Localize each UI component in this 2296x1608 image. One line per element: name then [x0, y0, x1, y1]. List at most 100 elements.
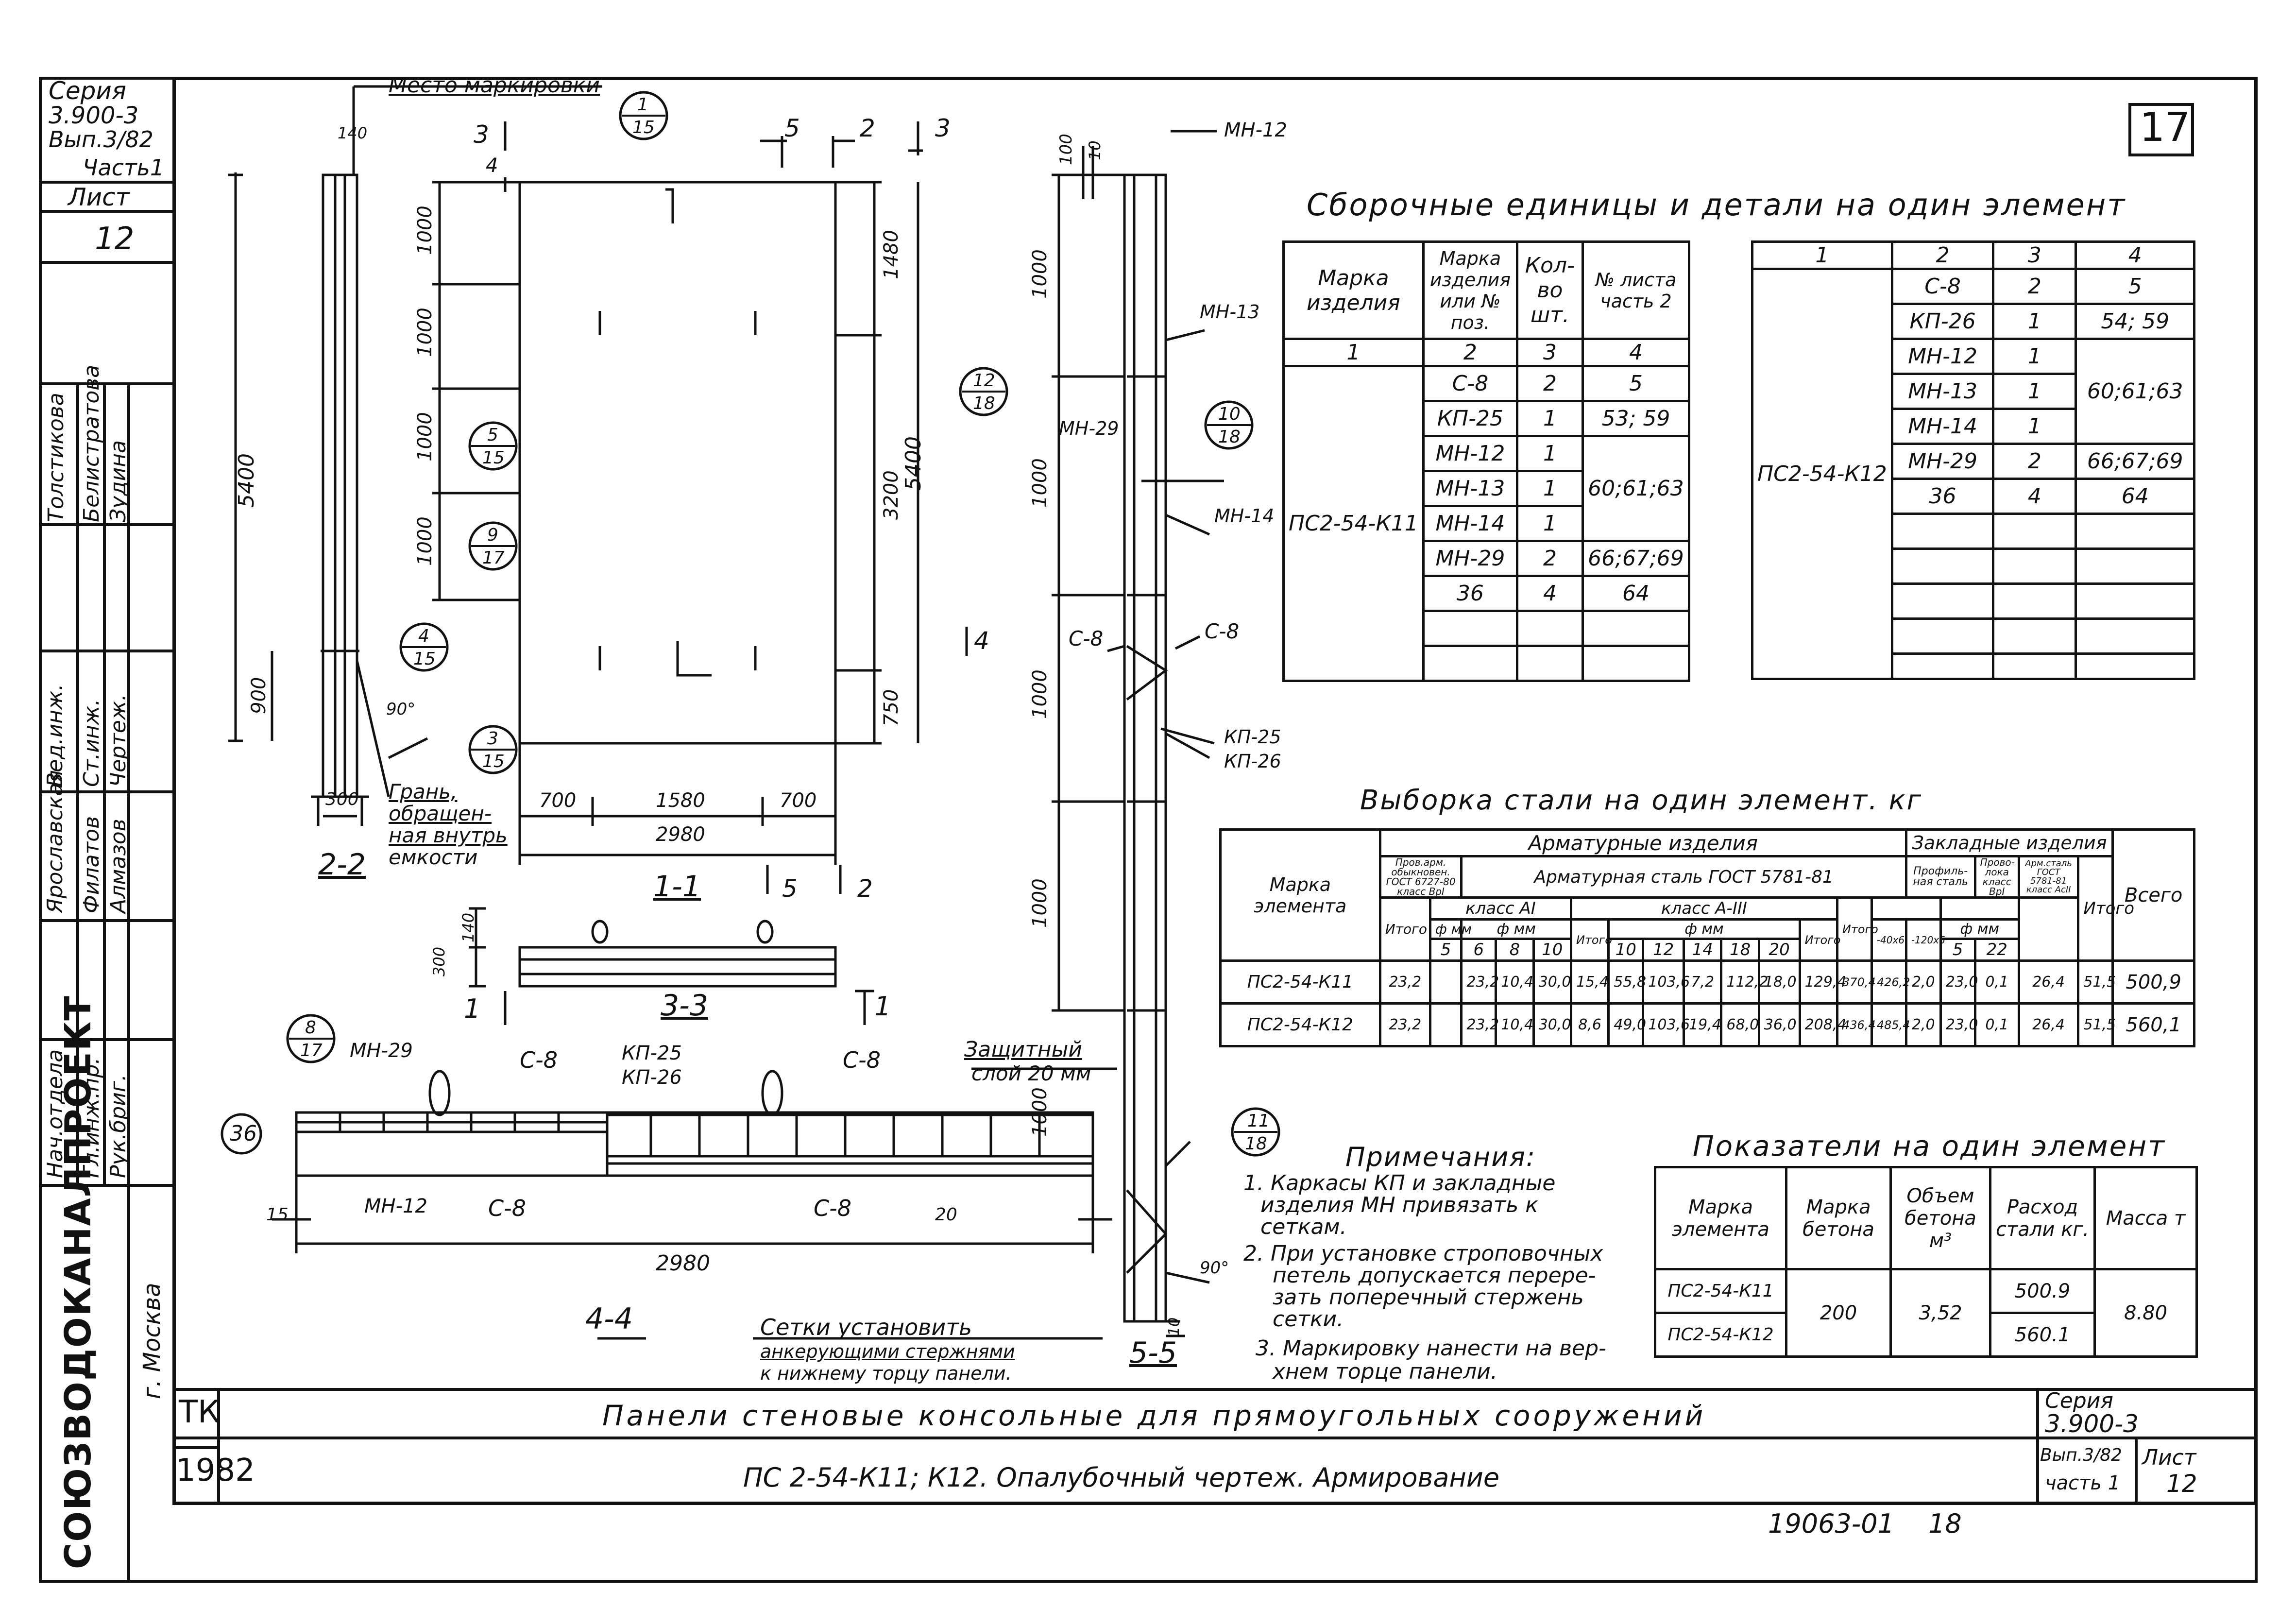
section-3-3-drawing — [469, 907, 874, 1025]
asm-l-r6-c0: 36 — [1422, 575, 1519, 612]
asm-l-r4-c1: 1 — [1516, 505, 1584, 542]
callout-9-bottom: 18 — [1245, 1134, 1267, 1154]
note-line-4: 2. При установке строповочных — [1243, 1241, 1603, 1266]
cut-label-1-left: 1 — [464, 993, 481, 1024]
steel-h-phi-ai: ф мм — [1460, 918, 1572, 940]
angle-90-5-5: 90° — [1200, 1258, 1229, 1278]
mark-mn13: МН-13 — [1200, 301, 1260, 323]
note-line-7: сетки. — [1273, 1307, 1344, 1332]
steel-r0-b3: 18,0 — [1757, 959, 1801, 1005]
asm-h-num-4: 4 — [1581, 338, 1691, 367]
steel-r1-b4: 208,4 — [1798, 1002, 1846, 1047]
asm-l-r3-c2: 60;61;63 — [1581, 435, 1691, 542]
title-subtitle: ПС 2-54-К11; К12. Опалубочный чертеж. Ар… — [743, 1462, 1500, 1493]
steel-r1-all: 560,1 — [2111, 1002, 2195, 1047]
steel-d-embed-0: 5 — [1939, 938, 1976, 962]
sheet-inner-frame — [172, 77, 2258, 1505]
callout-9-top: 11 — [1247, 1111, 1270, 1131]
ind-r1-mark: ПС2-54-К12 — [1654, 1312, 1787, 1358]
callout-3-top: 5 — [487, 425, 498, 445]
asm-r-r4-c1: 1 — [1992, 408, 2077, 445]
indicators-title: Показатели на один элемент — [1693, 1129, 2166, 1163]
asm-r-r2-c1: 1 — [1992, 338, 2077, 375]
section-1-1-label: 1-1 — [653, 870, 701, 904]
mark-mn14: МН-14 — [1214, 505, 1275, 527]
asm-r-r1-c0: КП-26 — [1890, 303, 1995, 340]
dim-1000-d: 1000 — [414, 516, 436, 566]
asm-l-r1-c0: КП-25 — [1422, 400, 1519, 437]
asm-h-qty: Кол-во шт. — [1516, 240, 1584, 340]
protective-layer-1: Защитный — [964, 1037, 1082, 1062]
asm-l-r5-c1: 2 — [1516, 540, 1584, 577]
asm-r-h-4: 4 — [2075, 240, 2195, 270]
steel-h-steel2: Арм.сталь ГОСТ 5781-81 класс АсII — [2017, 855, 2080, 899]
mark-kp25-4-4: КП-25 — [622, 1042, 682, 1064]
asm-l-r2-c0: МН-12 — [1422, 435, 1519, 472]
face-note-4: емкости — [389, 845, 478, 869]
cut-label-5-bottom: 5 — [782, 874, 798, 903]
callout-5-bottom: 15 — [413, 649, 436, 669]
mark-c8-4-4-a: С-8 — [520, 1047, 558, 1073]
title-series-label: Серия — [2045, 1388, 2113, 1413]
steel-row-k12: ПС2-54-К12 23,2 23,2 10,4 30,0 8,6 49,0 … — [1219, 1002, 2195, 1047]
steel-h-wire: Пров.арм. обыкновен. ГОСТ 6727-80 класс … — [1378, 855, 1463, 899]
dim-700-right: 700 — [780, 789, 817, 812]
angle-90-2-2: 90° — [386, 700, 416, 719]
dim-5400-left: 5400 — [234, 453, 259, 508]
steel-h-prof-2: -120х6 — [1905, 918, 1945, 962]
dim-1000-5-5-a: 1000 — [1029, 249, 1051, 299]
steel-d-wire: 5 — [1429, 938, 1463, 962]
steel-r0-all: 500,9 — [2111, 959, 2195, 1005]
section-5-5-drawing — [971, 130, 1224, 1337]
place-of-marking: Место маркировки — [389, 73, 600, 98]
asm-r-r4-c0: МН-14 — [1890, 408, 1995, 445]
stamp-list-label: Лист — [68, 183, 130, 211]
callout-8-bottom: 17 — [300, 1041, 323, 1061]
mesh-note-2: анкерующими стержнями — [760, 1341, 1015, 1362]
asm-l-r6-c1: 4 — [1516, 575, 1584, 612]
note-line-1: 1. Каркасы КП и закладные — [1243, 1171, 1556, 1196]
ind-h-grade: Марка бетона — [1785, 1166, 1892, 1270]
callout-7-bottom: 18 — [1218, 427, 1241, 447]
asm-l-r1-c1: 1 — [1516, 400, 1584, 437]
asm-h-num-1: 1 — [1282, 338, 1425, 367]
ind-volume: 3,52 — [1889, 1268, 1991, 1358]
mesh-note-1: Сетки установить — [760, 1314, 972, 1340]
mark-kp25-5-5: КП-25 — [1224, 726, 1281, 748]
dim-10-5-5-bottom: 10 — [1166, 1317, 1183, 1336]
steel-title: Выборка стали на один элемент. кг — [1360, 785, 1922, 816]
asm-h-mark: Марка изделия — [1282, 240, 1425, 340]
asm-r-r0-c0: С-8 — [1890, 268, 1995, 305]
note-line-3: сеткам. — [1260, 1215, 1347, 1239]
asm-r-r5-c2: 66;67;69 — [2075, 443, 2195, 480]
dim-140-2-2: 140 — [338, 124, 368, 142]
stamp-series-no: 3.900-3 — [49, 102, 139, 129]
protective-layer-2: слой 20 мм — [971, 1061, 1091, 1085]
sheet-number-box — [2128, 103, 2194, 156]
cut-label-2-top: 2 — [860, 114, 875, 142]
mark-kp26-4-4: КП-26 — [622, 1066, 682, 1089]
steel-h-prof-1: -40х6 — [1870, 918, 1907, 962]
steel-d-ai-2: 10 — [1532, 938, 1572, 962]
asm-l-r0-c0: С-8 — [1422, 365, 1519, 402]
ind-mass: 8.80 — [2093, 1268, 2198, 1358]
ind-h-steel: Расход стали кг. — [1989, 1166, 2096, 1270]
asm-r-r6-c2: 64 — [2075, 478, 2195, 515]
steel-h-total-2: Итого — [1569, 918, 1612, 962]
asm-r-r6-c1: 4 — [1992, 478, 2077, 515]
ind-grade: 200 — [1785, 1268, 1892, 1358]
steel-r0-t1: 23,2 — [1460, 959, 1499, 1005]
callout-4-top: 9 — [487, 525, 498, 545]
steel-d-aiii-4: 20 — [1757, 938, 1801, 962]
callout-1-top: 1 — [637, 95, 648, 115]
asm-r-r2-c0: МН-12 — [1890, 338, 1995, 375]
title-part: часть 1 — [2045, 1472, 2121, 1494]
dim-140-3-3: 140 — [459, 912, 477, 942]
steel-d-aiii-1: 12 — [1642, 938, 1685, 962]
steel-r0-t5: 51,5 — [2077, 959, 2116, 1005]
indicators-table: Марка элемента Марка бетона Объем бетона… — [1654, 1166, 2198, 1358]
dim-20-4-4: 20 — [935, 1205, 957, 1225]
steel-h-ai: класс AI — [1429, 896, 1572, 921]
